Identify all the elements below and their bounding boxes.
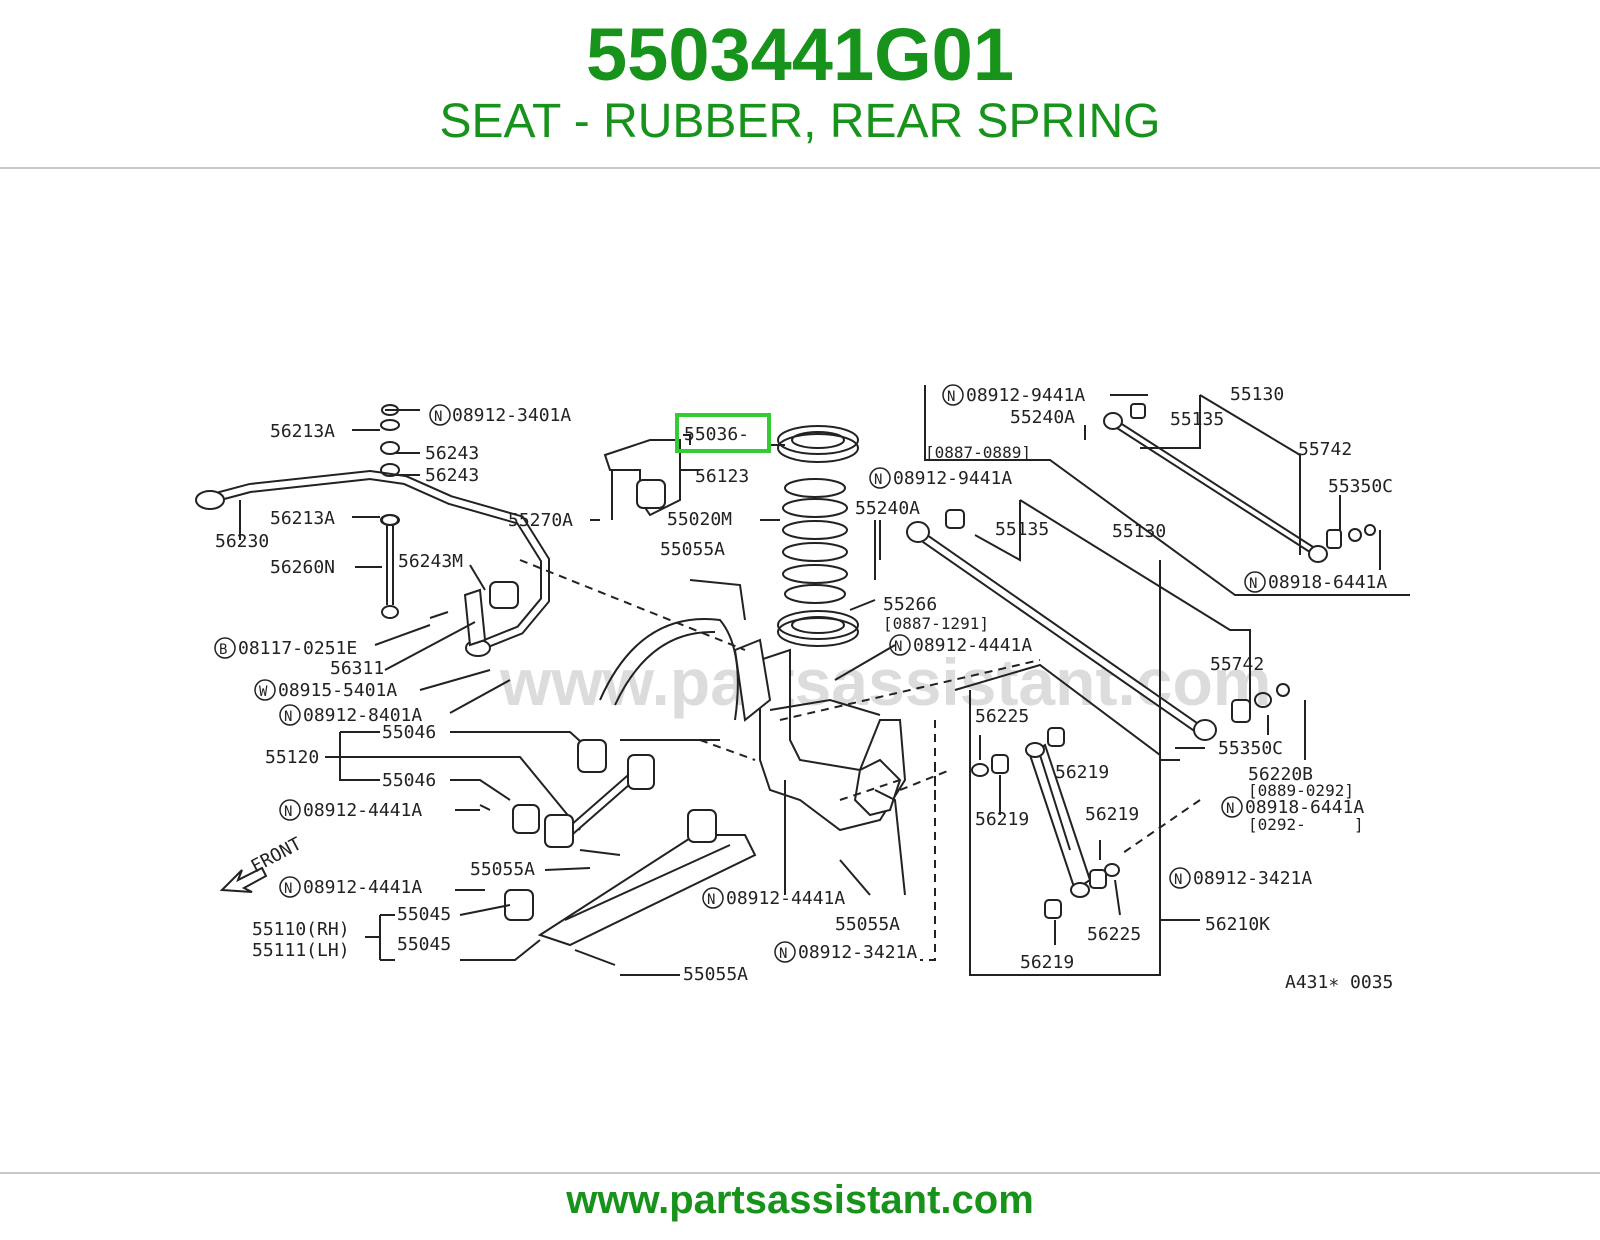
label-55130-mid[interactable]: 55130 [1112, 521, 1166, 542]
part-labels: 08912-3401A 56213A 56243 56243 56213A 56… [215, 384, 1393, 993]
label-56219-b[interactable]: 56219 [975, 809, 1029, 830]
label-55055A-top[interactable]: 55055A [660, 539, 725, 560]
label-56219-c[interactable]: 56219 [1085, 804, 1139, 825]
label-55266[interactable]: 55266 [883, 594, 937, 615]
part-name-subtitle: SEAT - RUBBER, REAR SPRING [439, 95, 1161, 148]
prefix-b: B [219, 642, 227, 658]
label-08912-4441A-center[interactable]: 08912-4441A [913, 635, 1032, 656]
circle-prefix-letters: N B W N N N N N N N N N N N [219, 389, 1257, 962]
label-55240A-mid[interactable]: 55240A [855, 498, 920, 519]
label-55742-top[interactable]: 55742 [1298, 439, 1352, 460]
label-56213A-top[interactable]: 56213A [270, 421, 335, 442]
label-55135-top[interactable]: 55135 [1170, 409, 1224, 430]
label-55130-top[interactable]: 55130 [1230, 384, 1284, 405]
label-08912-4441A-bottom[interactable]: 08912-4441A [726, 888, 845, 909]
label-55055A-center[interactable]: 55055A [835, 914, 900, 935]
label-56243-b[interactable]: 56243 [425, 465, 479, 486]
prefix-n-10: N [1249, 576, 1257, 592]
diagram-linework [195, 385, 1410, 976]
prefix-n-1: N [434, 409, 442, 425]
label-56225-top[interactable]: 56225 [975, 706, 1029, 727]
label-56230[interactable]: 56230 [215, 531, 269, 552]
label-56219-d[interactable]: 56219 [1020, 952, 1074, 973]
prefix-n-3: N [284, 804, 292, 820]
prefix-w: W [259, 684, 268, 700]
label-08912-9441A-top[interactable]: 08912-9441A [966, 385, 1085, 406]
label-0887-0889: [0887-0889] [925, 443, 1031, 462]
footer-divider [0, 1172, 1600, 1174]
label-55055A-left[interactable]: 55055A [470, 859, 535, 880]
label-55045-b[interactable]: 55045 [397, 934, 451, 955]
highlight-55036-box[interactable] [675, 413, 771, 453]
label-56243M[interactable]: 56243M [398, 551, 463, 572]
diagram-watermark: www.partsassistant.com [499, 645, 1271, 719]
label-56210K[interactable]: 56210K [1205, 914, 1270, 935]
label-55120[interactable]: 55120 [265, 747, 319, 768]
circle-prefix-group [214, 384, 1266, 963]
prefix-n-5: N [894, 639, 902, 655]
label-55020M[interactable]: 55020M [667, 509, 732, 530]
label-55135-mid[interactable]: 55135 [995, 519, 1049, 540]
label-55350C-mid[interactable]: 55350C [1218, 738, 1283, 759]
part-number-title: 5503441G01 [586, 13, 1014, 96]
label-55036[interactable]: 55036- [684, 424, 749, 445]
label-08912-3421A-bottom[interactable]: 08912-3421A [798, 942, 917, 963]
label-56219-a[interactable]: 56219 [1055, 762, 1109, 783]
label-56213A-mid[interactable]: 56213A [270, 508, 335, 529]
label-56311[interactable]: 56311 [330, 658, 384, 679]
label-08915-5401A[interactable]: 08915-5401A [278, 680, 397, 701]
label-56243-a[interactable]: 56243 [425, 443, 479, 464]
site-url[interactable]: www.partsassistant.com [566, 1178, 1034, 1222]
prefix-n-8: N [947, 389, 955, 405]
label-front: FRONT [247, 833, 305, 877]
prefix-n-6: N [707, 892, 715, 908]
label-55270A[interactable]: 55270A [508, 510, 573, 531]
label-08912-3421A-right[interactable]: 08912-3421A [1193, 868, 1312, 889]
label-08912-9441A-mid[interactable]: 08912-9441A [893, 468, 1012, 489]
label-08912-4441A-left[interactable]: 08912-4441A [303, 800, 422, 821]
label-56260N[interactable]: 56260N [270, 557, 335, 578]
diagram-ref-code: A431∗ 0035 [1285, 972, 1393, 993]
label-55046-a[interactable]: 55046 [382, 722, 436, 743]
label-55045-a[interactable]: 55045 [397, 904, 451, 925]
label-08912-4441A-lower[interactable]: 08912-4441A [303, 877, 422, 898]
label-56123[interactable]: 56123 [695, 466, 749, 487]
label-55111[interactable]: 55111(LH) [252, 940, 350, 961]
prefix-n-2: N [284, 709, 292, 725]
label-56220B[interactable]: 56220B [1248, 764, 1313, 785]
label-55046-b[interactable]: 55046 [382, 770, 436, 791]
label-55742-mid[interactable]: 55742 [1210, 654, 1264, 675]
label-0889-0292: [0889-0292] [1248, 781, 1354, 800]
prefix-n-12: N [1174, 872, 1182, 888]
label-55110[interactable]: 55110(RH) [252, 919, 350, 940]
prefix-n-7: N [779, 946, 787, 962]
label-0292-open: [0292- ] [1248, 815, 1364, 834]
label-08912-8401A[interactable]: 08912-8401A [303, 705, 422, 726]
label-08918-6441A-top[interactable]: 08918-6441A [1268, 572, 1387, 593]
label-55350C-top[interactable]: 55350C [1328, 476, 1393, 497]
label-55055A-bottom[interactable]: 55055A [683, 964, 748, 985]
label-56225-bottom[interactable]: 56225 [1087, 924, 1141, 945]
prefix-n-9: N [874, 472, 882, 488]
label-55240A-top[interactable]: 55240A [1010, 407, 1075, 428]
label-55266-range: [0887-1291] [883, 614, 989, 633]
label-08918-6441A-mid[interactable]: 08918-6441A [1245, 797, 1364, 818]
prefix-n-11: N [1226, 801, 1234, 817]
label-08912-3401A[interactable]: 08912-3401A [452, 405, 571, 426]
header-divider [0, 167, 1600, 169]
parts-diagram: www.partsassistant.com [195, 384, 1410, 993]
prefix-n-4: N [284, 881, 292, 897]
label-08117-0251E[interactable]: 08117-0251E [238, 638, 357, 659]
